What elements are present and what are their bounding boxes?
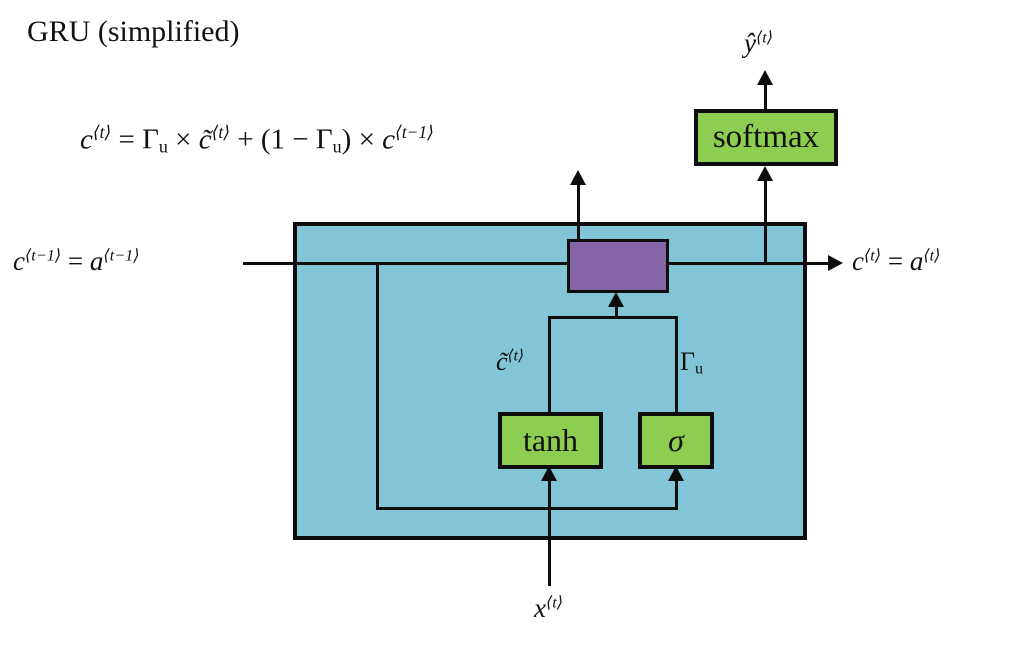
memory-update-arrowhead-icon — [608, 292, 624, 307]
cell-output-up-line — [577, 184, 580, 240]
formula-plus-one-minus: + (1 − — [230, 123, 316, 156]
sigma-output-line — [675, 316, 678, 414]
formula-gamma2: Γ — [315, 123, 333, 156]
gru-update-formula: c⟨t⟩ = Γu × c̃⟨t⟩ + (1 − Γu) × c⟨t−1⟩ — [80, 122, 434, 157]
softmax-input-arrowhead-icon — [757, 166, 773, 181]
sigma-box: σ — [638, 412, 714, 469]
formula-c: c — [80, 123, 93, 156]
tanh-box: tanh — [498, 412, 603, 469]
tanh-input-arrowhead-icon — [541, 466, 557, 481]
memory-update-box — [567, 239, 669, 293]
memory-line-arrowhead-icon — [828, 255, 843, 271]
c-tilde-label: c̃⟨t⟩ — [496, 347, 525, 376]
softmax-box: softmax — [694, 109, 838, 166]
formula-close-times: ) × — [341, 123, 383, 156]
memory-line — [243, 262, 830, 265]
tanh-label: tanh — [522, 422, 579, 458]
formula-times: × — [167, 123, 199, 156]
recurrent-branch-down-line — [376, 262, 379, 510]
softmax-input-line — [764, 180, 767, 265]
y-hat-arrowhead-icon — [757, 70, 773, 85]
c-next-label: c⟨t⟩ = a⟨t⟩ — [852, 246, 941, 276]
tanh-output-line — [548, 316, 551, 414]
gamma-u-label: Γu — [680, 347, 704, 378]
formula-c2: c — [382, 123, 396, 156]
formula-gamma: Γ — [142, 123, 159, 156]
y-hat-label: ŷ⟨t⟩ — [744, 28, 774, 58]
sigma-input-line — [675, 480, 678, 510]
recurrent-branch-across-line — [376, 507, 678, 510]
y-hat-output-line — [764, 84, 767, 110]
softmax-label: softmax — [712, 119, 820, 155]
c-prev-label: c⟨t−1⟩ = a⟨t−1⟩ — [13, 246, 140, 276]
cell-output-up-arrowhead-icon — [570, 170, 586, 185]
formula-sup-t-minus-1: ⟨t−1⟩ — [395, 122, 434, 142]
x-input-line — [548, 480, 551, 586]
memory-update-input-line — [615, 305, 618, 318]
sigma-input-arrowhead-icon — [668, 466, 684, 481]
formula-sup-t2: ⟨t⟩ — [211, 122, 231, 142]
formula-sup-t: ⟨t⟩ — [92, 122, 112, 142]
x-input-label: x⟨t⟩ — [534, 593, 564, 623]
formula-equals: = — [111, 123, 143, 156]
gate-junction-line — [548, 316, 678, 319]
formula-sub-u: u — [158, 136, 168, 157]
sigma-label: σ — [668, 422, 684, 458]
formula-c-tilde: c̃ — [198, 123, 212, 156]
formula-sub-u2: u — [332, 136, 342, 157]
page-title: GRU (simplified) — [27, 15, 240, 48]
